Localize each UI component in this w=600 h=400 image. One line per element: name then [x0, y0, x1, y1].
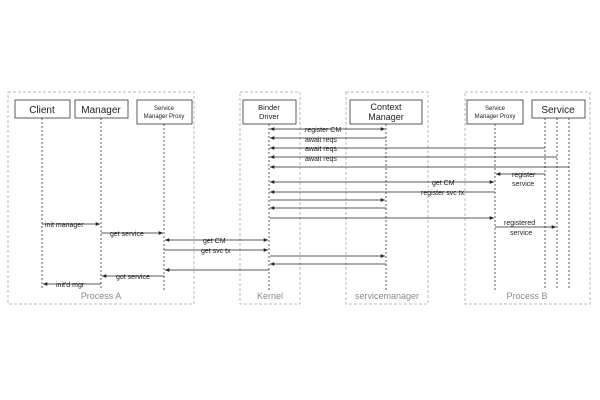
msg-await-reqs-3-label: await reqs: [305, 156, 337, 163]
process-a-label: Process A: [81, 291, 122, 301]
smp-a-label-line1: Service: [154, 106, 175, 112]
context-manager-box: [349, 99, 423, 125]
kernel-label: Kernel: [257, 291, 283, 301]
kernel-frame: [239, 91, 301, 305]
service-box: [531, 99, 586, 119]
binder-label-line1: Binder: [258, 103, 280, 112]
smp-a-label-line2: Manager Proxy: [144, 114, 185, 120]
lifelines: [41, 118, 570, 290]
process-b-frame: [464, 91, 591, 305]
servicemanager-frame: [345, 91, 429, 305]
msg-await-reqs-2-label: await reqs: [305, 146, 337, 153]
msg-get-cm-b-label: get CM: [432, 180, 455, 187]
process-b-label: Process B: [506, 291, 547, 301]
msg-get-service-label: get service: [110, 231, 144, 238]
msg-get-svc-tx-label: get svc tx: [201, 248, 231, 255]
msg-initd-mgr-label: init'd mgr: [56, 282, 85, 289]
smp-a-box: [136, 99, 193, 125]
msg-await-reqs-1-label: await reqs: [305, 137, 337, 144]
msg-register-service-label-line1: register: [512, 172, 536, 179]
msg-registered-service-label-line1: registered: [504, 220, 535, 227]
msg-init-manager-label: init manager: [45, 222, 84, 229]
msg-register-svc-tx-label: register svc tx: [421, 190, 465, 197]
binder-box: [242, 99, 297, 125]
smp-b-label-line1: Service: [485, 106, 506, 112]
msg-register-service-label-line2: service: [512, 181, 534, 188]
msg-get-cm-a-label: get CM: [203, 238, 226, 245]
client-label: Client: [29, 105, 55, 116]
msg-register-cm-label: register CM: [305, 127, 341, 134]
manager-label: Manager: [81, 105, 121, 116]
servicemanager-label: servicemanager: [355, 291, 419, 301]
client-box: [14, 99, 71, 119]
binder-label-line2: Driver: [259, 112, 280, 121]
msg-got-service-label: got service: [116, 274, 150, 281]
context-manager-label-line2: Manager: [368, 112, 404, 122]
msg-registered-service-label-line2: service: [510, 230, 532, 237]
service-label: Service: [541, 105, 575, 116]
manager-box: [74, 99, 129, 119]
smp-b-box: [466, 99, 524, 125]
context-manager-label-line1: Context: [370, 102, 402, 112]
smp-b-label-line2: Manager Proxy: [475, 114, 516, 120]
process-a-frame: [7, 91, 195, 305]
